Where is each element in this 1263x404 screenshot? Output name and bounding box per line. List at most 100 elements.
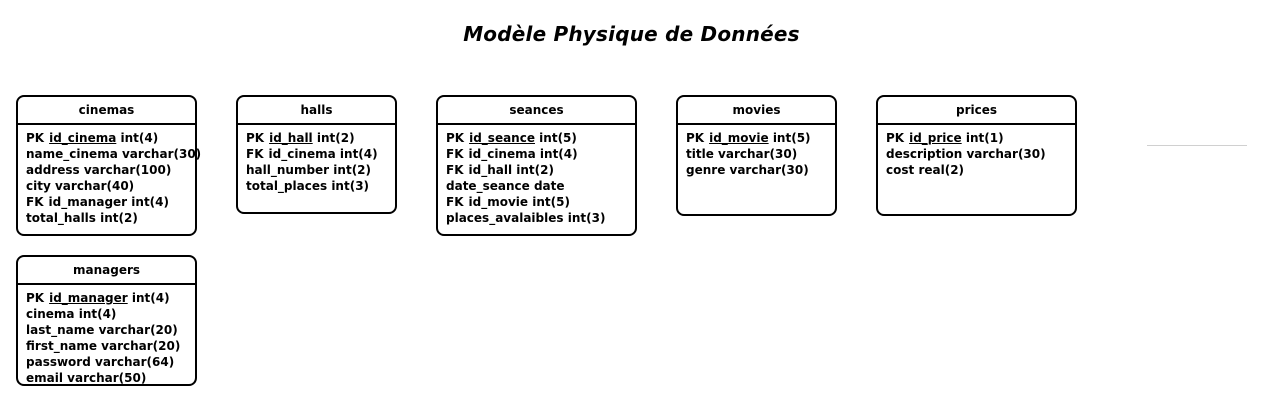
entity-header: seances <box>438 97 635 125</box>
attribute-name: date_seance <box>446 179 530 193</box>
diagram-title: Modèle Physique de Données <box>463 22 800 46</box>
attribute-type: int(3) <box>331 179 370 193</box>
attribute-name: password <box>26 355 91 369</box>
attribute-name: genre <box>686 163 726 177</box>
attribute-name: total_places <box>246 179 328 193</box>
attribute-row: places_avalaibles int(3) <box>446 210 635 226</box>
attribute-name: hall_number <box>246 163 330 177</box>
attribute-name: city <box>26 179 51 193</box>
entity-cinemas[interactable]: cinemas PK id_cinema int(4) name_cinema v… <box>16 95 201 236</box>
attribute-row: name_cinema varchar(30) <box>26 146 201 162</box>
attribute-row: FK id_movie int(5) <box>446 194 635 210</box>
attribute-type: varchar(30) <box>718 147 798 161</box>
key-marker: PK <box>246 131 265 145</box>
entity-header: prices <box>878 97 1075 125</box>
attribute-type: varchar(30) <box>121 147 202 161</box>
attribute-row: FK id_cinema int(4) <box>446 146 635 162</box>
entity-header: movies <box>678 97 835 125</box>
attribute-type: int(2) <box>333 163 372 177</box>
attribute-type: int(3) <box>567 211 606 225</box>
attribute-name: description <box>886 147 963 161</box>
attribute-type: varchar(40) <box>54 179 135 193</box>
attribute-type: varchar(50) <box>67 371 147 385</box>
entity-managers[interactable]: managers PK id_manager int(4) cinema int(… <box>16 255 197 386</box>
attribute-name: title <box>686 147 714 161</box>
attribute-type: int(2) <box>316 131 355 145</box>
attribute-name: first_name <box>26 339 97 353</box>
entity-halls[interactable]: halls PK id_hall int(2) FK id_cinema int(4… <box>236 95 397 214</box>
attribute-name: id_movie <box>709 131 769 145</box>
key-marker: PK <box>26 131 45 145</box>
attribute-row: genre varchar(30) <box>686 162 835 178</box>
attribute-name: total_halls <box>26 211 96 225</box>
key-marker: PK <box>886 131 905 145</box>
attribute-type: int(4) <box>120 131 159 145</box>
attribute-row: cinema int(4) <box>26 306 195 322</box>
entity-header: managers <box>18 257 195 285</box>
attribute-row: title varchar(30) <box>686 146 835 162</box>
attribute-type: varchar(30) <box>966 147 1046 161</box>
entity-header: halls <box>238 97 395 125</box>
attribute-row: hall_number int(2) <box>246 162 395 178</box>
attribute-name: email <box>26 371 63 385</box>
attribute-type: int(4) <box>539 147 578 161</box>
attribute-name: cinema <box>26 307 75 321</box>
attribute-name: id_movie <box>468 195 529 209</box>
attribute-type: int(2) <box>516 163 554 177</box>
attribute-name: id_manager <box>48 195 128 209</box>
key-marker: FK <box>246 147 264 161</box>
attribute-name: id_cinema <box>268 147 336 161</box>
attribute-list: PK id_manager int(4) cinema int(4) last_n… <box>18 285 195 386</box>
attribute-row: total_halls int(2) <box>26 210 195 226</box>
attribute-name: id_cinema <box>49 131 117 145</box>
attribute-row: PK id_cinema int(4) <box>26 130 195 146</box>
attribute-list: PK id_cinema int(4) name_cinema varchar(3… <box>18 125 201 226</box>
key-marker: FK <box>446 195 464 209</box>
attribute-row: first_name varchar(20) <box>26 338 195 354</box>
attribute-type: date <box>533 179 565 193</box>
attribute-name: id_manager <box>49 291 128 305</box>
key-marker: FK <box>446 163 464 177</box>
attribute-name: id_hall <box>468 163 513 177</box>
attribute-name: id_seance <box>469 131 535 145</box>
attribute-type: varchar(64) <box>95 355 175 369</box>
attribute-name: id_hall <box>269 131 313 145</box>
attribute-row: address varchar(100) <box>26 162 195 178</box>
attribute-type: int(4) <box>78 307 117 321</box>
attribute-type: int(5) <box>532 195 570 209</box>
key-marker: FK <box>26 195 44 209</box>
attribute-row: password varchar(64) <box>26 354 195 370</box>
attribute-name: last_name <box>26 323 95 337</box>
attribute-type: int(5) <box>772 131 811 145</box>
attribute-type: int(2) <box>100 211 138 225</box>
attribute-name: places_avalaibles <box>446 211 564 225</box>
attribute-type: int(1) <box>965 131 1004 145</box>
attribute-type: varchar(20) <box>101 339 181 353</box>
attribute-row: total_places int(3) <box>246 178 395 194</box>
entity-header: cinemas <box>18 97 195 125</box>
key-marker: FK <box>446 147 464 161</box>
attribute-type: varchar(20) <box>98 323 178 337</box>
stray-line <box>1147 145 1247 146</box>
attribute-type: varchar(100) <box>83 163 172 177</box>
attribute-type: real(2) <box>918 163 965 177</box>
attribute-name: cost <box>886 163 915 177</box>
attribute-row: last_name varchar(20) <box>26 322 195 338</box>
attribute-name: id_cinema <box>468 147 536 161</box>
attribute-row: FK id_hall int(2) <box>446 162 635 178</box>
attribute-row: description varchar(30) <box>886 146 1075 162</box>
attribute-row: cost real(2) <box>886 162 1075 178</box>
attribute-row: PK id_hall int(2) <box>246 130 395 146</box>
attribute-name: address <box>26 163 80 177</box>
attribute-type: int(4) <box>339 147 378 161</box>
key-marker: PK <box>26 291 45 305</box>
